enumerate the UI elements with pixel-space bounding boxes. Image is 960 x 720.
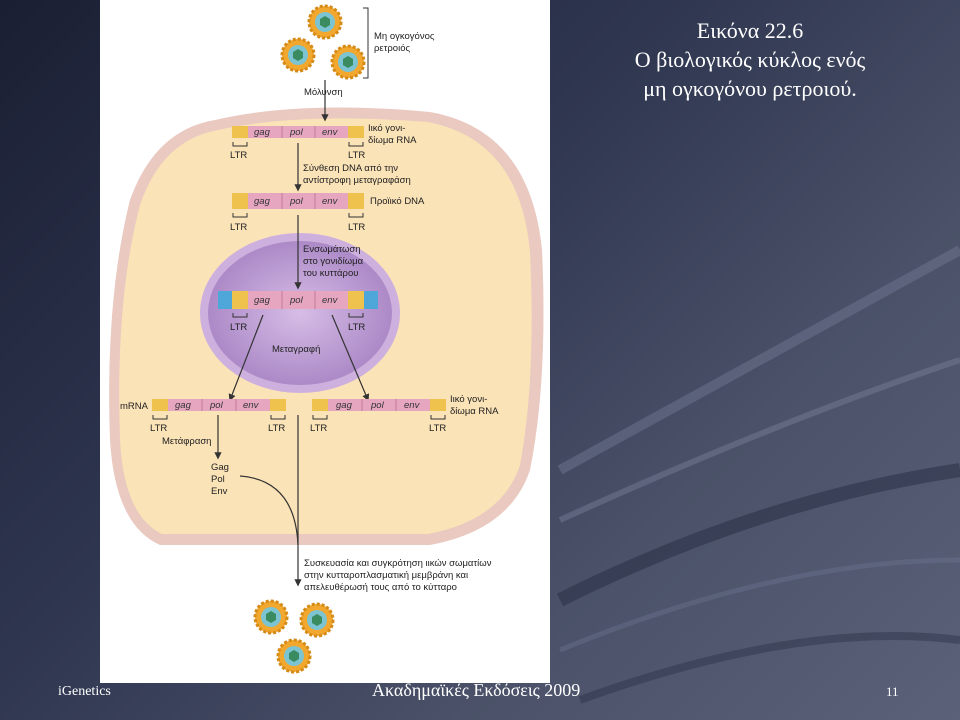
virus-bracket [363, 7, 369, 79]
ltr-label: LTR [348, 222, 365, 233]
infection-label: Μόλυνση [304, 87, 343, 98]
footer-brand: iGenetics [58, 684, 111, 699]
gene-env: env [404, 400, 421, 411]
mrna-label: mRNA [120, 401, 149, 412]
ltr-label: LTR [150, 423, 167, 434]
proviral-dna: gag pol env LTR LTR [230, 193, 365, 233]
ltr-label: LTR [348, 322, 365, 333]
genome-rna-label-line-2: δίωμα RNA [450, 406, 499, 417]
released-virus-particle [253, 599, 289, 635]
provirus-label: Προϊικό DNA [370, 196, 425, 207]
released-virus-particle [276, 638, 312, 674]
title-line-3: μη ογκογόνου ρετροιού. [643, 76, 857, 101]
gene-env: env [322, 127, 339, 138]
title-line-2: Ο βιολογικός κύκλος ενός [634, 47, 866, 72]
assembly-label-line-2: στην κυτταροπλασματική μεμβράνη και [304, 570, 468, 581]
integrated-provirus: gag pol env LTR LTR [218, 291, 378, 333]
ltr-label: LTR [230, 150, 247, 161]
integration-label-line-3: του κυττάρου [303, 268, 358, 279]
gene-env: env [243, 400, 260, 411]
gene-pol: pol [289, 295, 304, 306]
transcription-arrow-right [331, 314, 370, 402]
ltr-label: LTR [310, 423, 327, 434]
gene-gag: gag [336, 400, 353, 411]
virus-label-line-2: ρετροιός [374, 43, 410, 54]
transcription-arrow-left [228, 314, 264, 402]
rna-genome-label-line-2: δίωμα RNA [368, 135, 417, 146]
ltr-label: LTR [230, 322, 247, 333]
virus-particle [330, 44, 366, 80]
protein-to-assembly-arrow [239, 475, 299, 546]
retrovirus-life-cycle-figure: Μη ογκογόνος ρετροιός Μόλυνση gag pol en… [100, 0, 550, 683]
title-line-1: Εικόνα 22.6 [696, 18, 804, 43]
released-virus-particle [299, 602, 335, 638]
rna-genome-label-line-1: Ιικό γονι- [368, 123, 405, 134]
ltr-label: LTR [268, 423, 285, 434]
gene-gag: gag [254, 127, 271, 138]
footer-publisher: Ακαδημαϊκές Εκδόσεις 2009 [372, 680, 581, 700]
viral-rna-genome: gag pol env LTR LTR [230, 126, 365, 161]
ltr-label: LTR [230, 222, 247, 233]
life-cycle-diagram: Μη ογκογόνος ρετροιός Μόλυνση gag pol en… [109, 4, 544, 674]
ltr-label: LTR [348, 150, 365, 161]
assembly-label-line-1: Συσκευασία και συγκρότηση ιικών σωματίων [304, 558, 492, 569]
nucleus-inner [208, 241, 392, 385]
gene-pol: pol [289, 196, 304, 207]
rt-label-line-2: αντίστροφη μεταγραφάση [303, 175, 411, 186]
mrna-transcript: gag pol env LTR LTR [150, 399, 286, 434]
gene-gag: gag [175, 400, 192, 411]
genome-rna-label-line-1: Ιικό γονι- [450, 394, 487, 405]
gene-gag: gag [254, 295, 271, 306]
progeny-genome-rna: gag pol env LTR LTR [310, 399, 446, 434]
virus-particle [280, 37, 316, 73]
page-number: 11 [886, 684, 899, 699]
ltr-label: LTR [429, 423, 446, 434]
virus-label-line-1: Μη ογκογόνος [374, 31, 435, 42]
protein-pol: Pol [211, 474, 225, 485]
gene-pol: pol [370, 400, 385, 411]
gene-env: env [322, 196, 339, 207]
gene-env: env [322, 295, 339, 306]
integration-label-line-2: στο γονιδίωμα [303, 256, 364, 267]
slide-title: Εικόνα 22.6 Ο βιολογικός κύκλος ενός μη … [560, 16, 940, 103]
transcription-label: Μεταγραφή [272, 344, 320, 355]
integration-label-line-1: Ενσωμάτωση [303, 244, 361, 255]
translation-label: Μετάφραση [162, 436, 211, 447]
protein-env: Env [211, 486, 228, 497]
assembly-label-line-3: απελευθέρωσή τους από το κύτταρο [304, 582, 457, 593]
gene-gag: gag [254, 196, 271, 207]
gene-pol: pol [289, 127, 304, 138]
gene-pol: pol [209, 400, 224, 411]
virus-particle [307, 4, 343, 40]
rt-label-line-1: Σύνθεση DNA από την [303, 163, 398, 174]
protein-gag: Gag [211, 462, 229, 473]
